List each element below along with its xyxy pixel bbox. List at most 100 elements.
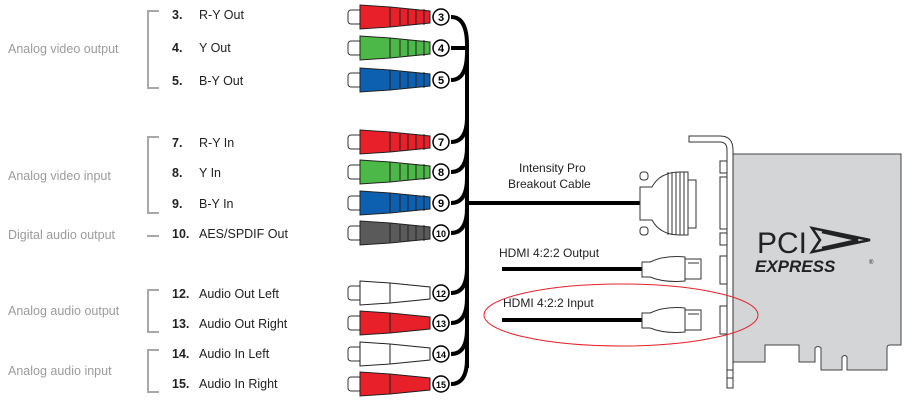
connector-label-3: 3.R-Y Out — [172, 8, 244, 22]
connector-number: 13. — [172, 317, 190, 331]
group-label-analog-video-output: Analog video output — [8, 42, 119, 56]
bracket-analog-audio-input — [147, 349, 159, 393]
connector-name: R-Y In — [199, 136, 235, 150]
connector-label-4: 4.Y Out — [172, 41, 231, 55]
bracket-analog-video-output — [147, 10, 159, 89]
bracket-port-cutout — [719, 176, 728, 230]
bracket-port-cutout — [719, 305, 728, 335]
pci-express-logo-top: PCI — [757, 227, 807, 260]
connector-label-9: 9. B-Y In — [172, 197, 234, 211]
rca-connector-13: 13 — [347, 297, 469, 336]
connector-label-12: 12. Audio Out Left — [172, 287, 279, 301]
connector-number: 10. — [172, 227, 190, 241]
connector-number-badge — [432, 194, 450, 212]
hdmi-input-highlight-ellipse — [483, 283, 759, 347]
rca-connector-14: 14 — [347, 328, 469, 367]
connector-label-7: 7. R-Y In — [172, 136, 234, 150]
connector-name: Y In — [199, 166, 222, 180]
pci-express-registered-mark: ® — [869, 259, 874, 266]
connector-name: B-Y In — [199, 197, 234, 211]
rca-cable-lead — [450, 328, 469, 356]
connector-name: Audio Out Right — [199, 317, 288, 331]
rca-cable-lead — [450, 267, 469, 295]
breakout-cable-label-line2: Breakout Cable — [508, 177, 591, 191]
rca-body — [359, 371, 431, 397]
connector-number-badge — [432, 284, 450, 302]
bracket-analog-audio-output — [147, 289, 159, 333]
rca-body — [359, 159, 431, 185]
connector-number-badge — [432, 8, 450, 26]
connector-number-badge-text: 8 — [438, 167, 444, 179]
rca-connector-9: 9 — [347, 177, 469, 216]
connector-name: Audio In Right — [199, 377, 278, 391]
connector-number-badge-text: 12 — [436, 289, 446, 299]
pcie-bracket — [688, 135, 734, 389]
rca-body — [359, 67, 431, 93]
connector-label-14: 14. Audio In Left — [172, 347, 269, 361]
bracket-port-cutout — [719, 232, 728, 246]
connector-number-badge-text: 10 — [436, 229, 446, 239]
rca-body — [359, 341, 431, 367]
breakout-cable-label-line1: Intensity Pro — [519, 161, 586, 175]
pci-express-logo-bottom: EXPRESS — [755, 257, 836, 276]
connector-number-badge — [432, 39, 450, 57]
connector-label-13: 13. Audio Out Right — [172, 317, 287, 331]
breakout-db-connector — [639, 171, 697, 236]
rca-cable-lead — [450, 297, 469, 325]
rca-cable-lead — [450, 207, 469, 235]
rca-connector-8: 8 — [347, 146, 469, 185]
rca-body — [359, 310, 431, 336]
connector-number: 4. — [172, 41, 183, 55]
connector-number-badge-text: 14 — [436, 350, 446, 360]
connector-number-badge-text: 13 — [436, 319, 446, 329]
pci-express-chevron-icon — [809, 226, 871, 254]
connector-number-badge-text: 9 — [438, 198, 444, 210]
group-label-analog-audio-output: Analog audio output — [8, 304, 120, 318]
connector-number-badge-text: 3 — [438, 12, 444, 24]
rca-connector-10: 10 — [347, 207, 469, 246]
connector-number-badge — [432, 375, 450, 393]
connector-number: 9. — [172, 197, 183, 211]
connector-number-badge — [432, 133, 450, 151]
connector-number-badge-text: 7 — [438, 137, 444, 149]
rca-body — [359, 280, 431, 306]
hdmi-output-label: HDMI 4:2:2 Output — [499, 246, 600, 260]
rca-cable-lead — [450, 146, 469, 174]
rca-connector-12: 12 — [347, 267, 469, 306]
rca-connector-5: 5 — [347, 51, 469, 93]
connector-number-badge — [432, 163, 450, 181]
rca-cable-lead — [450, 358, 469, 386]
connector-name: AES/SPDIF Out — [199, 227, 288, 241]
connector-number: 7. — [172, 136, 183, 150]
connector-label-10: 10. AES/SPDIF Out — [172, 227, 288, 241]
rca-body — [359, 190, 431, 216]
connector-number-badge — [432, 314, 450, 332]
rca-connector-3: 3 — [347, 4, 469, 46]
connector-number: 14. — [172, 347, 190, 361]
group-label-digital-audio-output: Digital audio output — [8, 228, 116, 242]
rca-cable-lead — [450, 116, 469, 144]
connector-name: B-Y Out — [199, 74, 244, 88]
bracket-analog-video-input — [147, 136, 159, 214]
rca-cable-lead — [450, 51, 469, 82]
rca-connector-7: 7 — [347, 116, 469, 155]
connector-number: 8. — [172, 166, 183, 180]
rca-cable-lead — [450, 177, 469, 205]
hdmi-output-plug — [641, 256, 702, 282]
bracket-port-cutout — [719, 255, 728, 285]
connector-number-badge — [432, 71, 450, 89]
rca-connector-4: 4 — [347, 35, 467, 61]
connector-name: Audio In Left — [199, 347, 270, 361]
group-label-analog-video-input: Analog video input — [8, 169, 111, 183]
connector-name: Audio Out Left — [199, 287, 279, 301]
rca-connector-15: 15 — [347, 358, 469, 397]
connector-number-badge-text: 15 — [436, 380, 446, 390]
connector-name: R-Y Out — [199, 8, 244, 22]
rca-body — [359, 129, 431, 155]
dash-digital-audio-output — [147, 235, 159, 237]
connector-number: 12. — [172, 287, 190, 301]
connector-label-15: 15.Audio In Right — [172, 377, 278, 391]
rca-cable-lead — [450, 15, 469, 46]
pcie-card-board — [732, 153, 902, 371]
rca-body — [359, 4, 431, 30]
